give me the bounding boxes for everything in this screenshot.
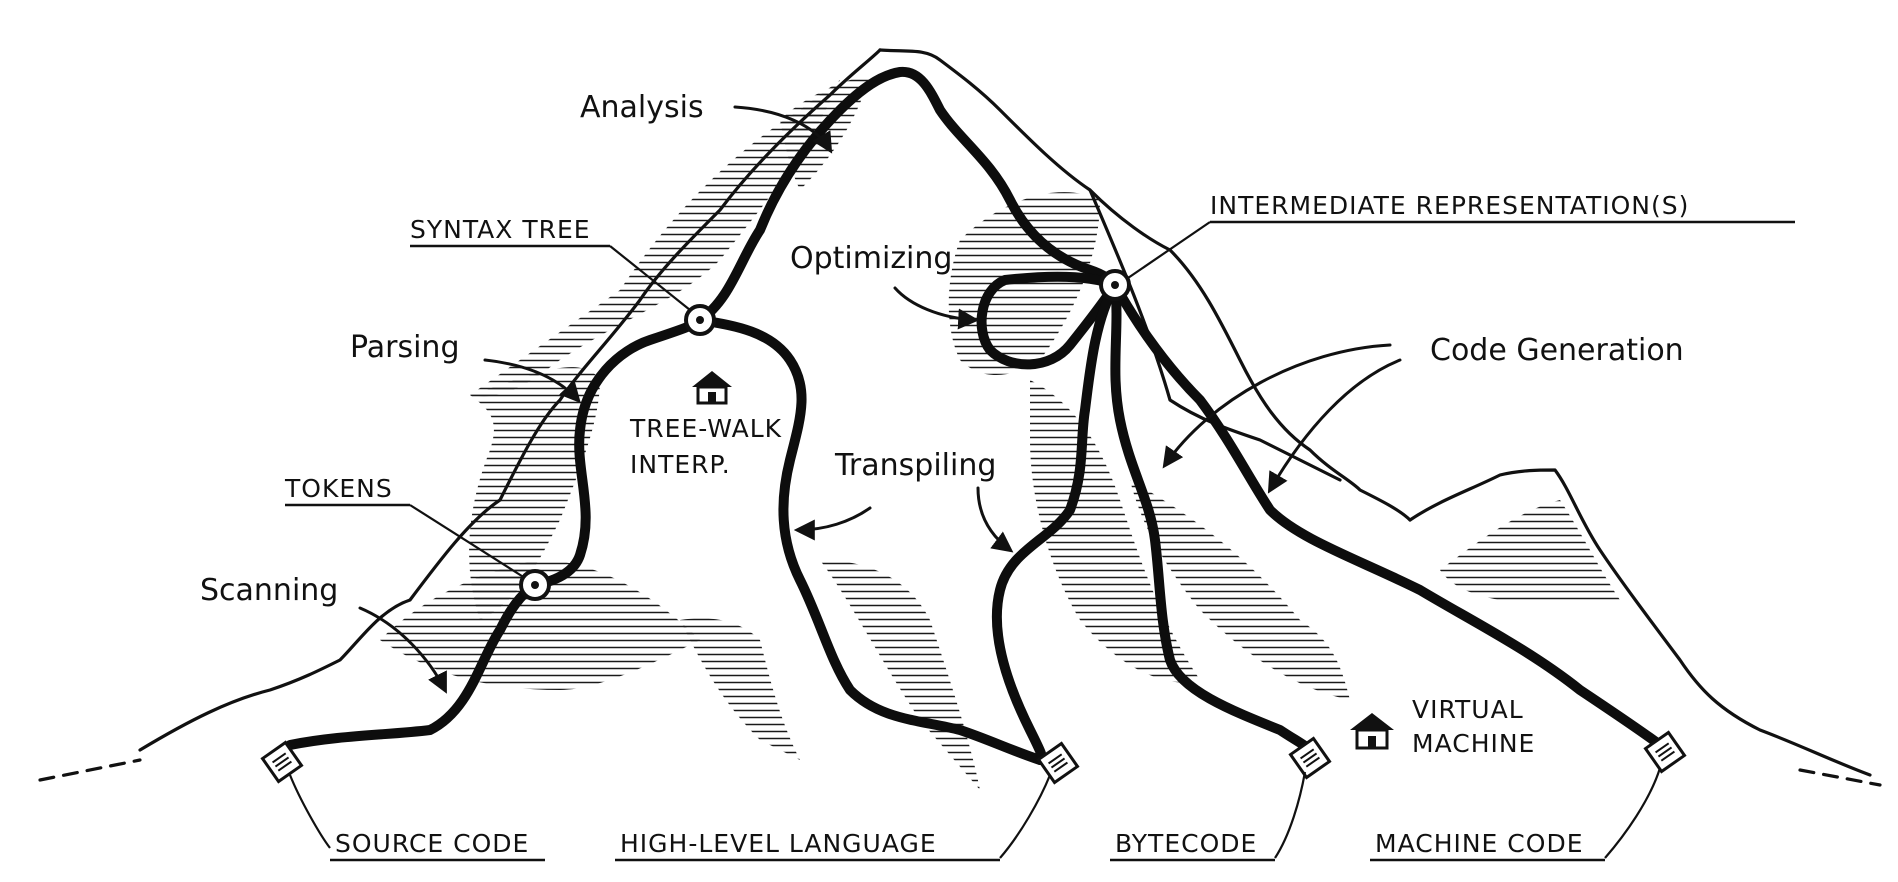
shade-left-lower: [380, 560, 700, 690]
waypoints: [519, 269, 1131, 601]
syntax-tree-leader: [609, 245, 691, 311]
scanning-label: Scanning: [200, 573, 338, 608]
code-generation-arrow-left: [1162, 343, 1392, 469]
analysis-label: Analysis: [580, 90, 704, 125]
source-code-leader: [288, 774, 331, 849]
route-ir-to-high-level: [991, 280, 1120, 765]
route-syntax-tree-to-ir: [695, 66, 1120, 325]
optimizing-arrow: [893, 286, 980, 330]
syntax-tree-label: SYNTAX TREE: [410, 215, 591, 244]
shade-left-upper: [470, 80, 840, 397]
shade-left-mid: [469, 367, 600, 620]
intermediate-representation-label: INTERMEDIATE REPRESENTATION(S): [1210, 191, 1689, 220]
shade-center-lower: [680, 618, 800, 760]
transpiling-arrow-left: [793, 506, 872, 541]
document-icons: [260, 730, 1687, 785]
optimizing-label: Optimizing: [790, 241, 952, 276]
ground-dashes-right: [1798, 768, 1882, 787]
high-level-leader: [999, 774, 1052, 859]
transpiling-label: Transpiling: [834, 448, 996, 483]
machine-code-leader: [1604, 767, 1662, 859]
shade-right-band: [1130, 480, 1350, 700]
source-code-label: SOURCE CODE: [335, 829, 529, 858]
source-code-document-icon: [260, 740, 304, 784]
parsing-arrow: [483, 358, 581, 404]
shade-center-right: [820, 560, 980, 790]
tree-walk-hut-icon: [692, 371, 732, 405]
route-source-to-tokens: [285, 580, 540, 750]
code-generation-arrow-right: [1267, 358, 1402, 494]
syntax-tree-node-icon: [684, 304, 716, 336]
high-level-language-label: HIGH-LEVEL LANGUAGE: [620, 829, 937, 858]
parsing-label: Parsing: [350, 330, 459, 365]
tokens-leader: [409, 504, 526, 579]
ridge-left: [138, 48, 882, 752]
ridge-right-peak: [1408, 468, 1872, 777]
route-ir-loop: [976, 271, 1120, 370]
ir-leader: [1127, 221, 1211, 279]
tokens-label: TOKENS: [284, 474, 393, 503]
machine-code-document-icon: [1643, 730, 1687, 774]
leaders: [285, 220, 1795, 862]
labels: Analysis SYNTAX TREE Optimizing INTERMED…: [200, 90, 1689, 858]
ridge-inner-right: [1088, 188, 1342, 482]
route-syntax-tree-to-high-level: [695, 315, 1045, 765]
virtual-machine-label-line2: MACHINE: [1412, 729, 1535, 758]
virtual-machine-hut-icon: [1350, 713, 1394, 750]
bytecode-leader: [1274, 771, 1307, 859]
route-ir-to-machine-code: [1110, 280, 1665, 750]
transpiling-arrow-right: [976, 486, 1014, 553]
tree-walk-label-line2: INTERP.: [630, 450, 731, 479]
step-arrows: [358, 105, 1402, 694]
analysis-arrow: [733, 105, 833, 154]
compilation-routes: [285, 66, 1665, 765]
mountain-outline: [38, 48, 1882, 787]
shade-right-peak: [1440, 500, 1620, 600]
tokens-node-icon: [519, 569, 551, 601]
ground-dashes-left: [38, 758, 142, 782]
tree-walk-label-line1: TREE-WALK: [629, 414, 782, 443]
ir-node-icon: [1099, 269, 1131, 301]
bytecode-label: BYTECODE: [1115, 829, 1257, 858]
bytecode-document-icon: [1288, 736, 1332, 780]
high-level-document-icon: [1036, 741, 1080, 785]
route-ir-to-bytecode: [1110, 280, 1315, 755]
code-generation-label: Code Generation: [1430, 333, 1684, 368]
scanning-arrow: [358, 606, 447, 694]
route-tokens-to-syntax-tree: [530, 315, 705, 590]
hut-icons: [692, 371, 1394, 750]
virtual-machine-label-line1: VIRTUAL: [1412, 695, 1524, 724]
machine-code-label: MACHINE CODE: [1375, 829, 1583, 858]
